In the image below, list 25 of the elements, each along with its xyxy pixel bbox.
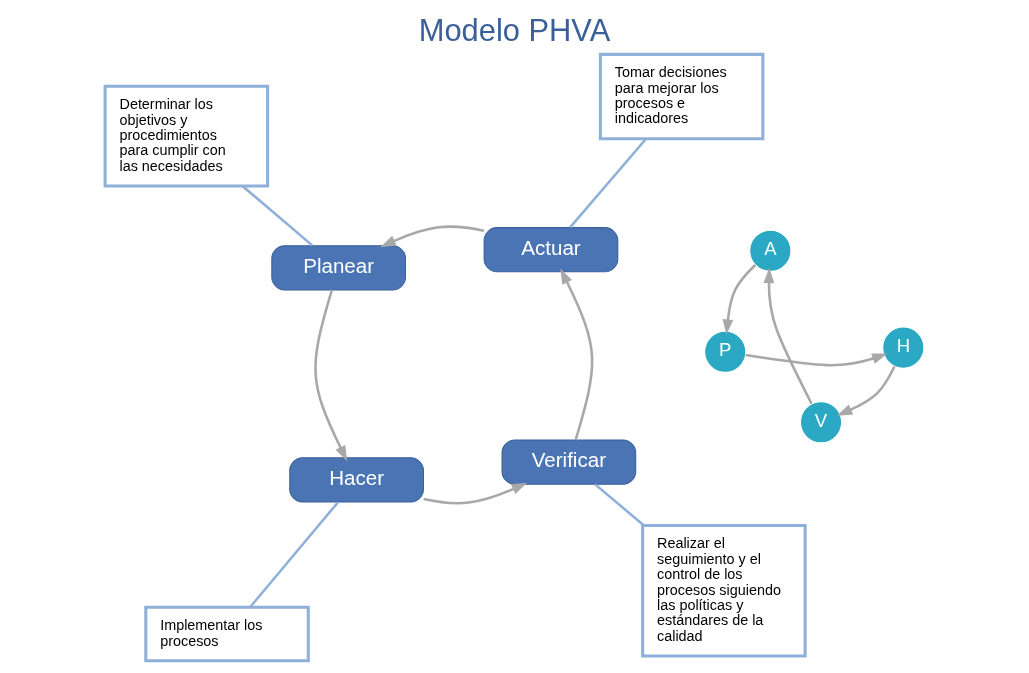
node-box: Determinar los objetivos y procedimientos para cumplir con las necesidades (103, 84, 270, 188)
connector (594, 483, 645, 527)
arrow (423, 482, 528, 505)
diagram-title: Modelo PHVA (418, 13, 611, 49)
node-box: Realizar el seguimiento y el control de los procesos siguiendo las políticas y estándares de la calidad (641, 523, 807, 658)
node-box: Actuar (483, 227, 619, 273)
node-box: Tomar decisiones para mejorar los procesos e indicadores (598, 52, 765, 141)
arrow (745, 353, 888, 367)
connector (241, 185, 314, 247)
arrow (763, 267, 813, 405)
arrow (314, 289, 348, 462)
arrow (380, 225, 485, 248)
node-circle: H (882, 326, 925, 369)
arrow (560, 268, 594, 441)
arrow (836, 365, 896, 416)
arrow (722, 264, 757, 335)
node-box: Verificar (501, 439, 637, 485)
node-box: Planear (271, 245, 406, 291)
node-box: Implementar los procesos (144, 605, 310, 663)
node-circle: A (749, 229, 792, 272)
node-box: Hacer (289, 457, 424, 503)
connector (249, 501, 339, 608)
node-circle: P (704, 330, 747, 373)
connector (569, 137, 648, 229)
node-circle: V (799, 401, 843, 444)
